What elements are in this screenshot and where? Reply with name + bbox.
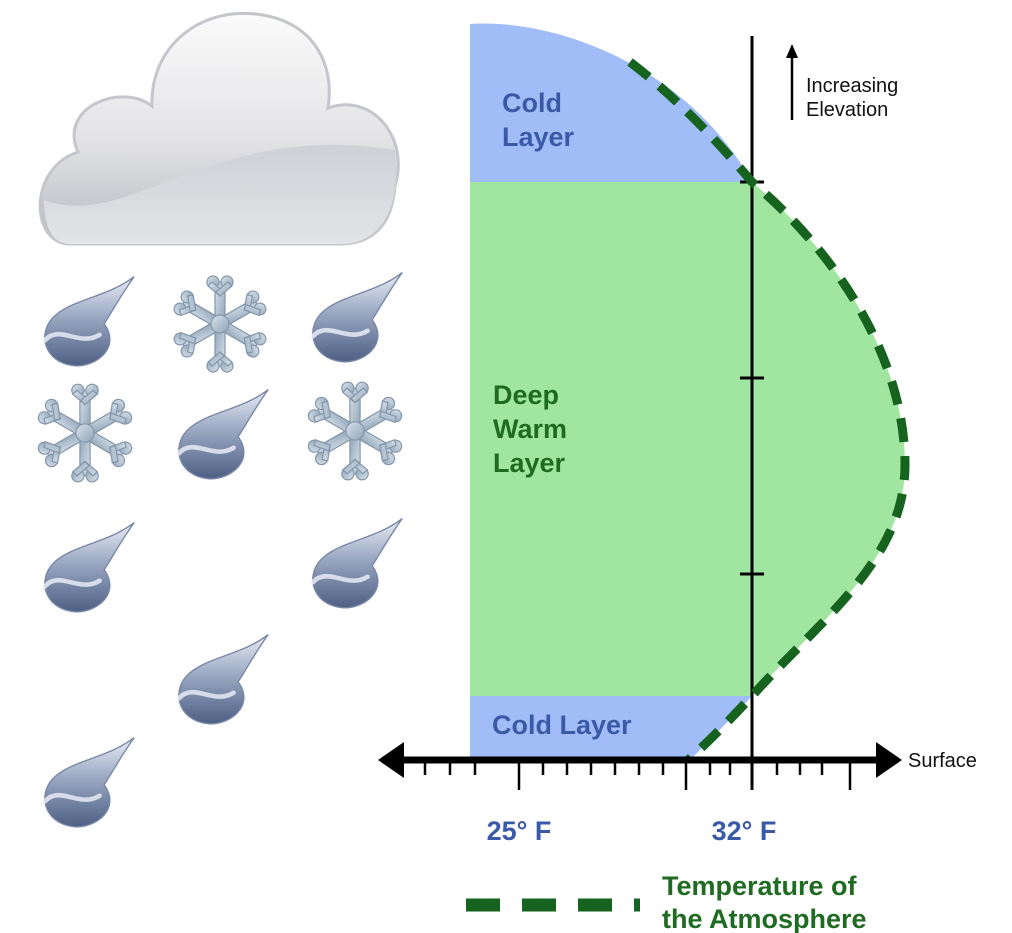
raindrop-icon — [179, 390, 268, 479]
cold-layer-bottom-label: Cold Layer — [492, 710, 632, 740]
warm-layer-line2: Warm — [493, 414, 567, 444]
raindrop-icon — [45, 523, 134, 612]
snowflake-icon — [172, 276, 268, 372]
surface-axis — [378, 742, 902, 790]
legend-line1: Temperature of — [662, 871, 858, 901]
cold-layer-top-label: Cold Layer — [502, 88, 575, 152]
snowflake-icon — [306, 382, 404, 480]
cloud-icon — [38, 11, 400, 246]
elevation-label: Increasing Elevation — [806, 75, 904, 121]
raindrop-icon — [179, 635, 268, 724]
cold-layer-top-region — [470, 23, 752, 182]
raindrop-icon — [313, 519, 402, 608]
elevation-arrow — [786, 44, 798, 120]
elevation-line1: Increasing — [806, 75, 898, 97]
raindrop-icon — [45, 277, 134, 366]
legend: Temperature of the Atmosphere — [466, 871, 867, 933]
cold-layer-bottom-region — [470, 696, 752, 760]
legend-label: Temperature of the Atmosphere — [662, 871, 867, 933]
warm-layer-line1: Deep — [493, 380, 559, 410]
tick-label-25f: 25° F — [487, 816, 552, 846]
warm-layer-line3: Layer — [493, 448, 566, 478]
elevation-line2: Elevation — [806, 99, 888, 121]
cold-layer-top-line1: Cold — [502, 88, 562, 118]
tick-label-32f: 32° F — [712, 816, 777, 846]
warm-layer-label: Deep Warm Layer — [493, 380, 575, 478]
precipitation — [36, 273, 404, 827]
surface-label: Surface — [908, 750, 977, 772]
snowflake-icon — [36, 384, 134, 482]
legend-line2: the Atmosphere — [662, 904, 867, 933]
raindrop-icon — [313, 273, 402, 362]
raindrop-icon — [45, 738, 134, 827]
warm-layer-region — [470, 182, 752, 696]
temperature-curve — [627, 58, 910, 764]
cold-layer-top-line2: Layer — [502, 122, 575, 152]
